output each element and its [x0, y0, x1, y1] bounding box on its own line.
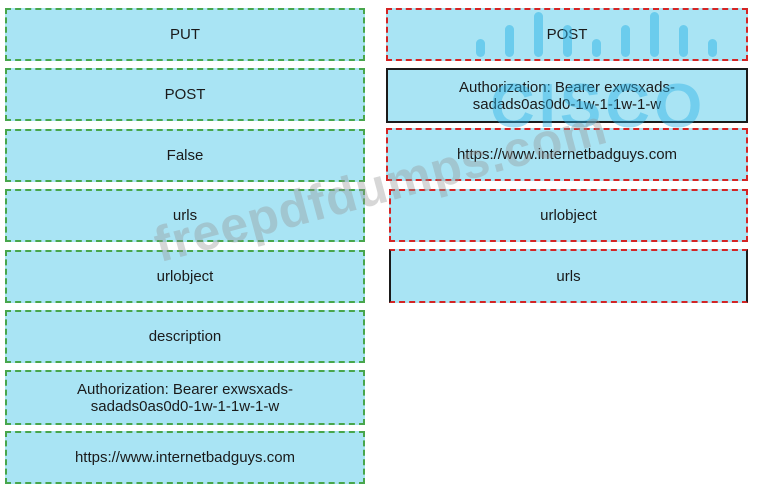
answer-tile-label: urlobject [540, 207, 597, 224]
answer-tile-label: https://www.internetbadguys.com [456, 146, 678, 163]
answer-tile-url[interactable]: https://www.internetbadguys.com [386, 128, 748, 181]
option-tile-false[interactable]: False [5, 129, 365, 182]
answer-tile-label: urls [556, 267, 581, 285]
option-tile-urls[interactable]: urls [5, 189, 365, 242]
option-tile-authorization[interactable]: Authorization: Bearer exwsxads- sadads0a… [5, 370, 365, 425]
option-tile-put[interactable]: PUT [5, 8, 365, 61]
answer-tile-label: Authorization: Bearer exwsxads- sadads0a… [459, 78, 675, 113]
answer-tile-urls[interactable]: urls [389, 249, 748, 303]
option-tile-post[interactable]: POST [5, 68, 365, 121]
option-tile-url[interactable]: https://www.internetbadguys.com [5, 431, 365, 484]
answer-tile-authorization[interactable]: Authorization: Bearer exwsxads- sadads0a… [386, 68, 748, 123]
option-tile-label: https://www.internetbadguys.com [74, 449, 296, 466]
option-tile-label: description [148, 328, 222, 345]
answer-tile-urlobject[interactable]: urlobject [389, 189, 748, 242]
option-tile-label: urls [172, 207, 198, 224]
option-tile-label: False [166, 147, 204, 164]
answer-tile-label: POST [546, 26, 588, 43]
option-tile-label: PUT [170, 26, 200, 43]
option-tile-label: Authorization: Bearer exwsxads- sadads0a… [77, 380, 293, 415]
freepdfdumps-watermark: freepdfdumps.com [148, 98, 613, 274]
answer-tile-post[interactable]: POST [386, 8, 748, 61]
option-tile-label: urlobject [156, 268, 214, 285]
option-tile-urlobject[interactable]: urlobject [5, 250, 365, 303]
option-tile-description[interactable]: description [5, 310, 365, 363]
option-tile-label: POST [164, 86, 206, 103]
